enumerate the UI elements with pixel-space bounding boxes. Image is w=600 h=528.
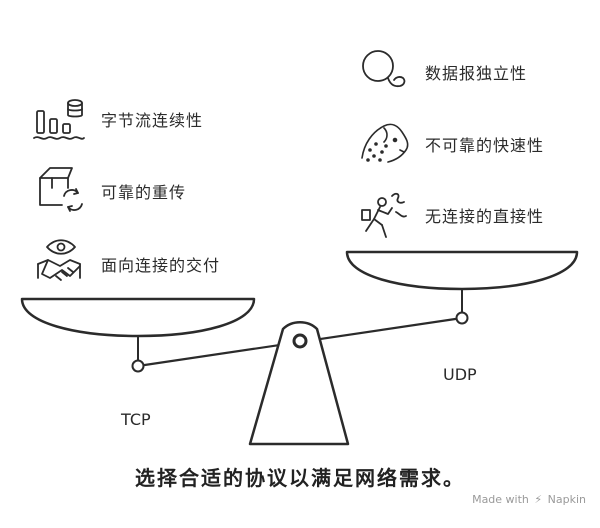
napkin-logo-icon: ⚡ (534, 493, 543, 506)
tcp-feature-3: 面向连接的交付 (101, 256, 221, 275)
udp-feature-3: 无连接的直接性 (425, 207, 545, 226)
tcp-feature-2: 可靠的重传 (101, 183, 187, 202)
speech-bubble-icon (362, 50, 406, 88)
right-pivot (455, 311, 469, 325)
udp-feature-1: 数据报独立性 (425, 64, 528, 83)
stand-pivot (292, 333, 308, 349)
tcp-label: TCP (121, 410, 151, 429)
napkin-watermark: Made with ⚡ Napkin (472, 493, 586, 506)
right-pan (345, 250, 579, 291)
bar-database-icon (33, 99, 85, 140)
scale-stand (248, 321, 350, 446)
watermark-prefix: Made with (472, 493, 529, 506)
udp-feature-2: 不可靠的快速性 (425, 136, 545, 155)
tcp-feature-1: 字节流连续性 (101, 111, 204, 130)
running-person-icon (361, 192, 407, 238)
cheetah-icon (361, 123, 409, 163)
watermark-brand: Napkin (547, 493, 586, 506)
diagram-caption: 选择合适的协议以满足网络需求。 (135, 466, 465, 490)
box-recycle-icon (39, 167, 83, 212)
handshake-eye-icon (37, 239, 81, 281)
udp-label: UDP (443, 365, 477, 384)
left-pivot (131, 359, 145, 373)
left-pan (20, 297, 256, 338)
